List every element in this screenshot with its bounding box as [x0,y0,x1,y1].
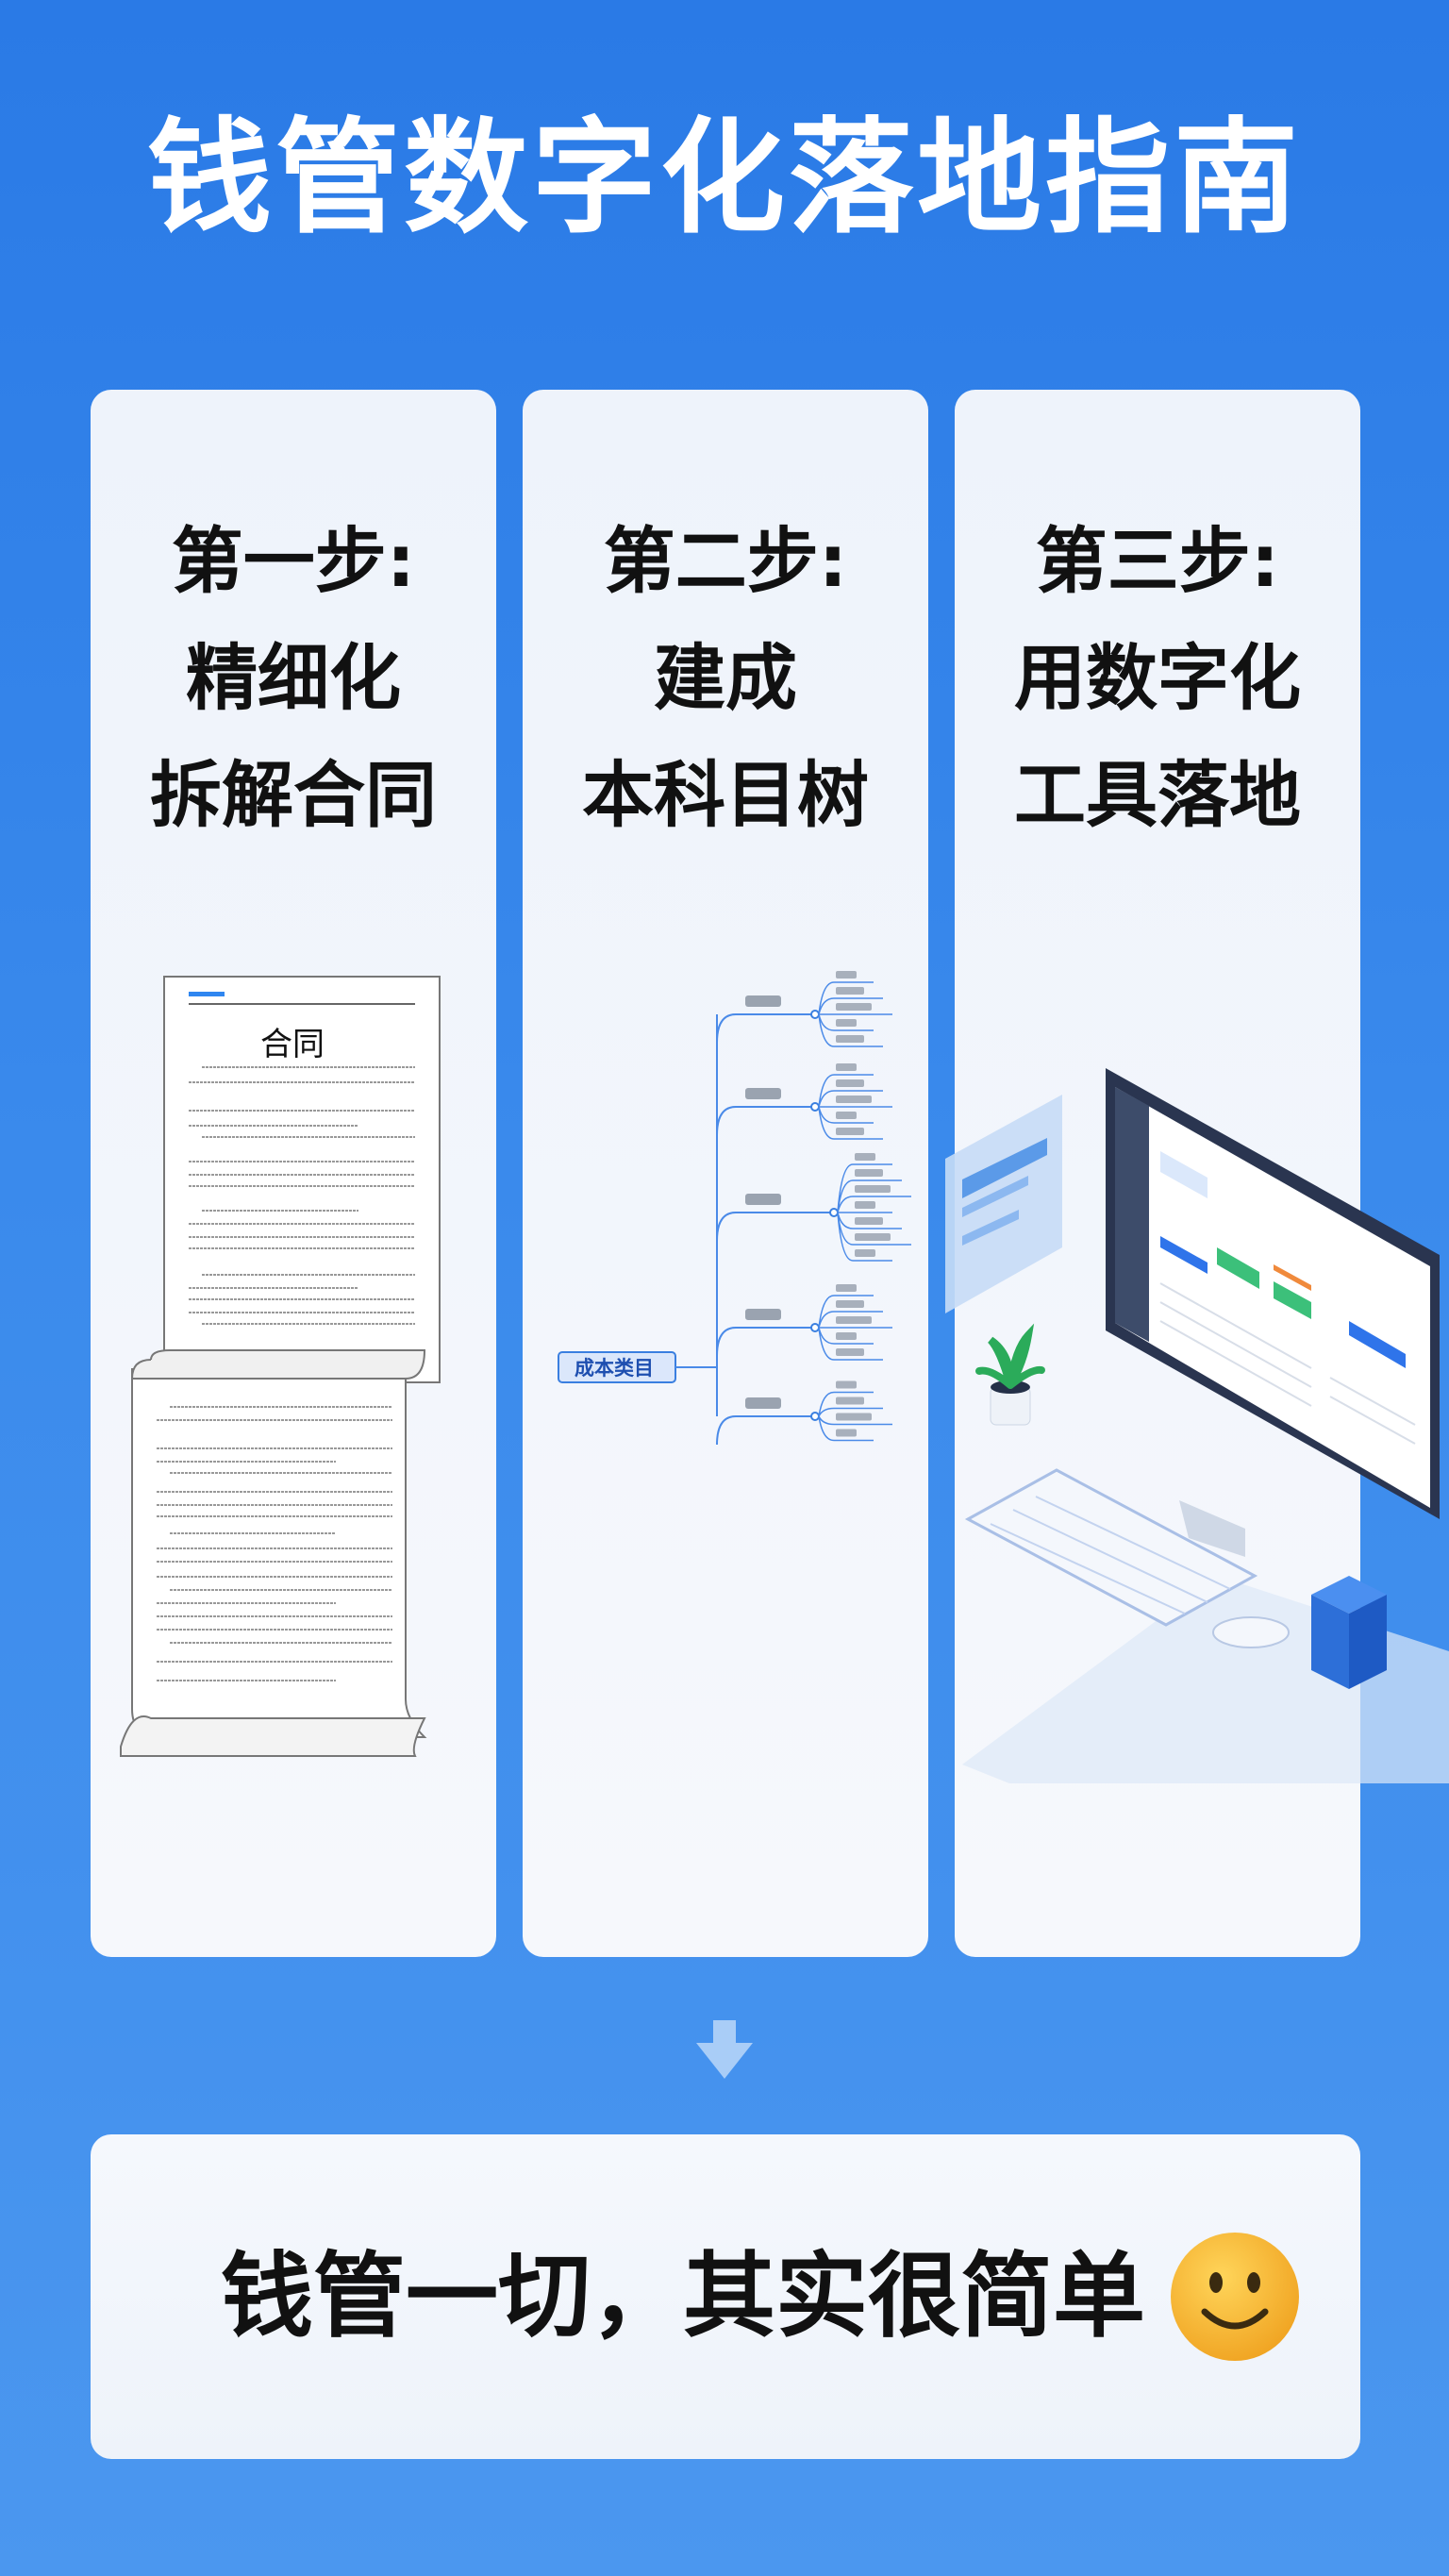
mind-map-leaf-label [836,1128,864,1135]
conclusion-text: 钱管一切，其实很简单 [221,2243,1146,2350]
mind-map-leaf [837,1196,911,1213]
step-2-label: 第二步: [603,519,848,603]
mind-map-leaf-label [855,1249,875,1257]
mind-map-branch [716,1415,811,1446]
mind-map-leaf [818,1391,874,1417]
monitor-icon [1106,1068,1440,1596]
mind-map-leaf [837,1212,892,1262]
mind-map-leaf-label [836,1332,857,1340]
mind-map-leaf-label [836,1380,857,1389]
mind-map-leaf-label [855,1217,883,1225]
mind-map-leaf-label [836,1063,857,1071]
mind-map-branch [716,1212,830,1242]
mind-map-branch [716,1327,811,1357]
mind-map-leaf [818,1106,883,1140]
keyboard-icon [964,1468,1258,1627]
mind-map-leaf-label [836,1035,864,1043]
mind-map-leaf-label [836,1413,872,1421]
arrow-down-icon [696,2020,753,2079]
mind-map-leaf-label [855,1233,891,1241]
mind-map-leaf-label [855,1201,875,1209]
mind-map-leaf-label [836,1397,864,1405]
step-3-title-line1: 用数字化 [1014,636,1301,720]
mind-map-leaf [818,1311,883,1329]
contract-document-illustration [120,976,441,1757]
mind-map-leaf-label [836,1112,857,1119]
mind-map-leaf-label [836,1300,864,1308]
mind-map-leaf [818,1407,883,1417]
step-2-heading: 第二步: 建成 本科目树 [523,503,928,854]
mind-map-leaf [818,981,874,1015]
mind-map-leaf-label [836,987,864,995]
computer-dashboard-illustration [945,1068,1449,1783]
mind-map-leaf [818,1295,874,1329]
mind-map-root-label: 成本类目 [575,1357,654,1380]
step-3-title-line2: 工具落地 [1014,753,1301,837]
step-1-label: 第一步: [171,519,416,603]
mind-map-branch-label [745,1309,781,1320]
mind-map-illustration [558,971,911,1446]
mind-map-branch-label [745,1088,781,1099]
page-title: 钱管数字化落地指南 [147,106,1302,251]
smiley-face-icon [1171,2233,1299,2361]
conclusion-banner: 钱管一切，其实很简单 [91,2134,1360,2459]
step-1-title-line1: 精细化 [186,636,401,720]
step-1-heading: 第一步: 精细化 拆解合同 [91,503,496,854]
step-3-label: 第三步: [1035,519,1280,603]
mind-map-leaf-label [836,1003,872,1011]
mind-map-branch [716,1106,811,1136]
contract-title: 合同 [260,1026,325,1063]
mind-map-branch-label [745,995,781,1007]
mind-map-leaf-label [836,971,857,979]
mind-map-leaf-label [836,1348,864,1356]
step-1-title-line2: 拆解合同 [150,753,437,837]
mind-map-leaf-label [855,1185,891,1193]
mind-map-leaf-label [836,1284,857,1292]
mind-map-leaf [818,1415,874,1442]
plant-icon [975,1323,1045,1426]
floating-panel-icon [945,1095,1062,1313]
mind-map-leaf-label [855,1169,883,1177]
mind-map-leaf-label [836,1079,864,1087]
mind-map-branch [716,1013,811,1044]
mind-map-leaf [818,1327,883,1361]
mind-map-leaf-label [836,1316,872,1324]
step-card-1: 第一步: 精细化 拆解合同 合同 [91,390,496,1957]
mind-map-branch-label [745,1397,781,1409]
step-2-title-line1: 建成 [654,636,797,720]
mind-map-leaf [837,1179,902,1213]
mind-map-leaf [818,1090,883,1108]
mind-map-branch-label [745,1194,781,1205]
step-3-heading: 第三步: 用数字化 工具落地 [955,503,1360,854]
mind-map-leaf [818,997,883,1015]
mind-map-leaf [818,1013,883,1047]
mind-map-leaf-label [836,1019,857,1027]
mind-map-leaf-label [836,1096,872,1103]
mind-map-leaf-label [836,1429,857,1437]
mouse-icon [1212,1616,1290,1648]
blue-cube-icon [1311,1576,1387,1689]
step-2-title-line2: 本科目树 [582,753,869,837]
mind-map-leaf [818,1074,874,1108]
mind-map-leaf-label [855,1153,875,1161]
step-card-2: 第二步: 建成 本科目树 成本类目 [523,390,928,1957]
